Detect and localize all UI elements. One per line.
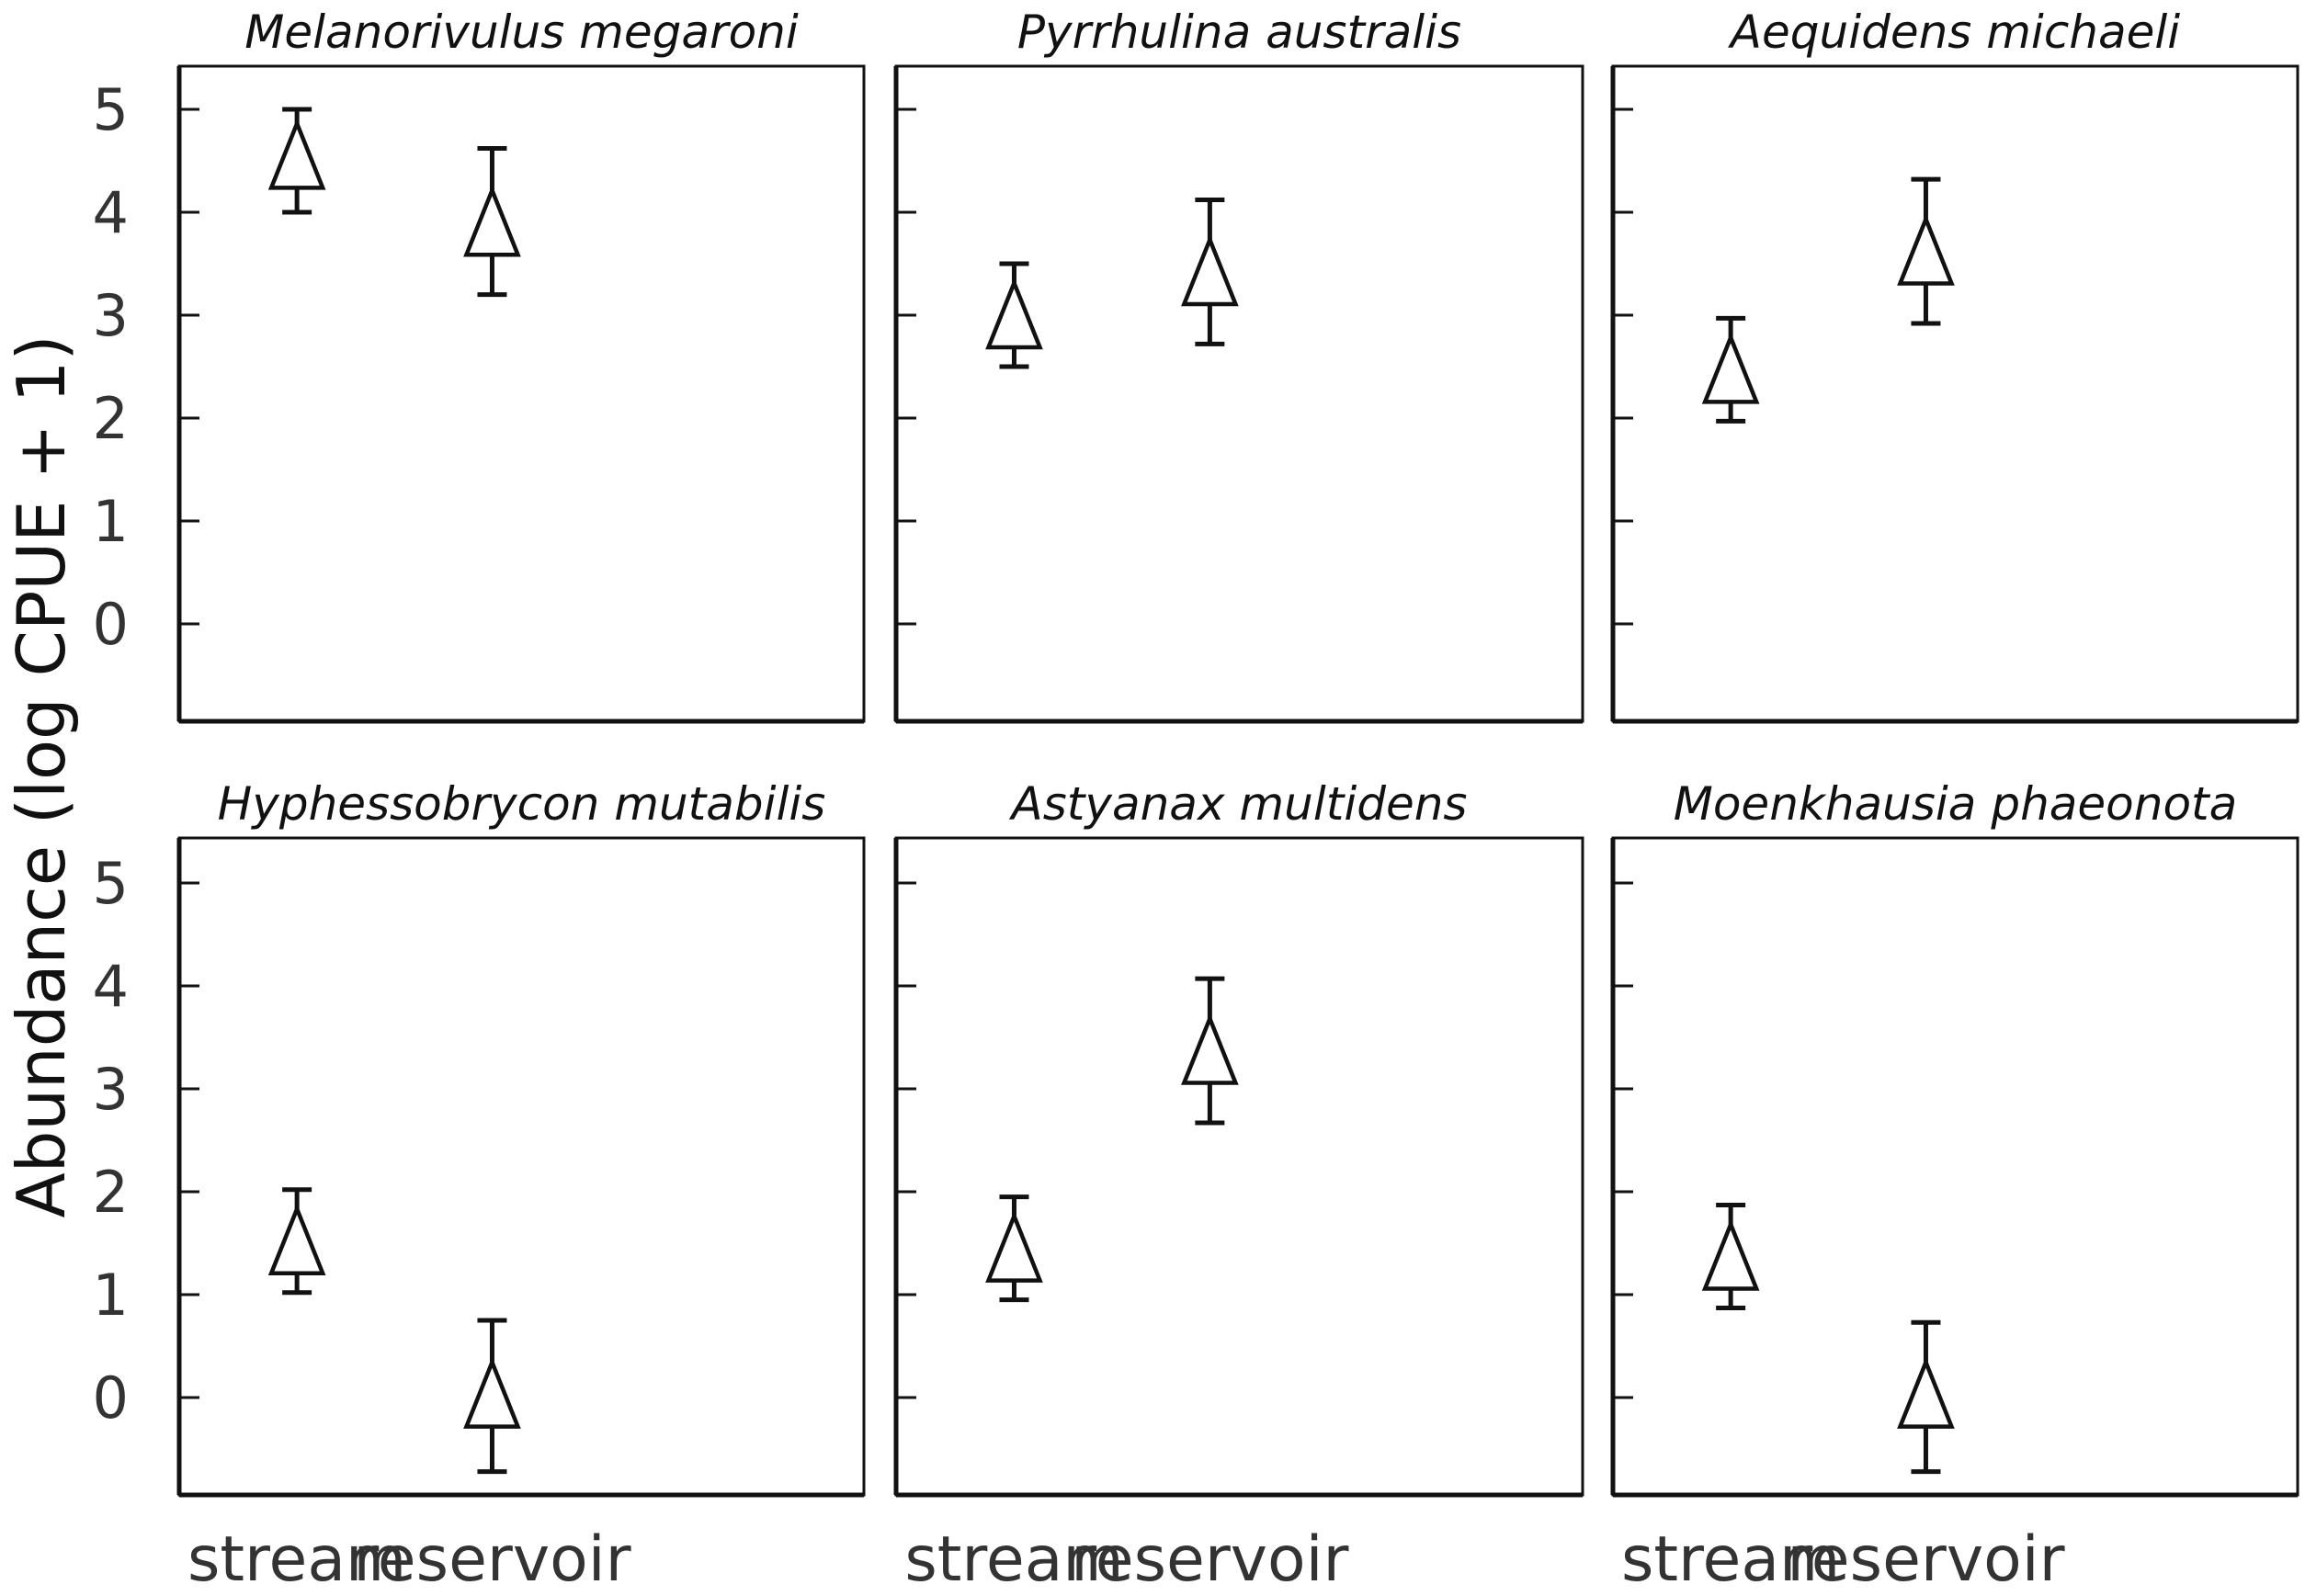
data-point-triangle bbox=[1181, 1013, 1239, 1085]
y-tick-label: 1 bbox=[93, 1262, 129, 1329]
x-category-label: stream bbox=[1621, 1523, 1840, 1596]
panel-title: Hyphessobrycon mutabilis bbox=[218, 777, 826, 831]
panel-title: Astyanax multidens bbox=[1009, 777, 1468, 831]
y-tick-label: 5 bbox=[93, 850, 129, 917]
y-tick-label: 2 bbox=[93, 385, 129, 452]
panel: Pyrrhulina australis bbox=[893, 6, 1584, 724]
x-category-label: stream bbox=[187, 1523, 406, 1596]
y-tick-label: 0 bbox=[93, 591, 129, 658]
panel-title: Moenkhausia phaeonota bbox=[1674, 777, 2238, 831]
data-point-triangle bbox=[1897, 213, 1955, 286]
panels: Melanorivulus megaroni 0 1 2 3 4 5 Pyrrhulina a… bbox=[93, 6, 2299, 1596]
data-point-triangle bbox=[1701, 332, 1760, 404]
x-category-label: reservoir bbox=[1071, 1523, 1348, 1596]
data-point-triangle bbox=[463, 1356, 521, 1429]
x-category-label: stream bbox=[904, 1523, 1123, 1596]
panel-frame bbox=[894, 64, 1584, 723]
data-point-triangle bbox=[267, 118, 326, 190]
x-category-label: reservoir bbox=[353, 1523, 630, 1596]
panel: Hyphessobrycon mutabilis 0 1 2 3 4 5 streamrese… bbox=[93, 777, 866, 1596]
y-tick-label: 3 bbox=[93, 282, 129, 349]
data-point-triangle bbox=[985, 1210, 1043, 1283]
data-point-triangle bbox=[1897, 1356, 1955, 1429]
y-tick-label: 5 bbox=[93, 76, 129, 143]
y-axis-label: Abundance (log CPUE + 1) bbox=[3, 334, 80, 1217]
data-point-triangle bbox=[985, 277, 1043, 350]
y-tick-label: 2 bbox=[93, 1159, 129, 1226]
y-tick-label: 4 bbox=[93, 953, 129, 1020]
data-point-triangle bbox=[1181, 233, 1239, 307]
y-tick-label: 4 bbox=[93, 179, 129, 246]
data-point-triangle bbox=[267, 1203, 326, 1276]
y-tick-label: 1 bbox=[93, 488, 129, 555]
panel-title: Melanorivulus megaroni bbox=[244, 6, 799, 59]
panel-title: Pyrrhulina australis bbox=[1017, 6, 1461, 59]
panel-frame bbox=[894, 836, 1584, 1497]
data-point-triangle bbox=[1701, 1218, 1760, 1291]
panel: Aequidens michaeli bbox=[1610, 6, 2299, 724]
panel: Melanorivulus megaroni 0 1 2 3 4 5 bbox=[93, 6, 866, 724]
panel-frame bbox=[177, 836, 866, 1497]
panel-frame bbox=[1611, 836, 2299, 1497]
data-point-triangle bbox=[463, 185, 521, 257]
y-tick-label: 0 bbox=[93, 1364, 129, 1432]
y-tick-label: 3 bbox=[93, 1056, 129, 1123]
panel-title: Aequidens michaeli bbox=[1728, 6, 2180, 59]
x-category-label: reservoir bbox=[1787, 1523, 2064, 1596]
